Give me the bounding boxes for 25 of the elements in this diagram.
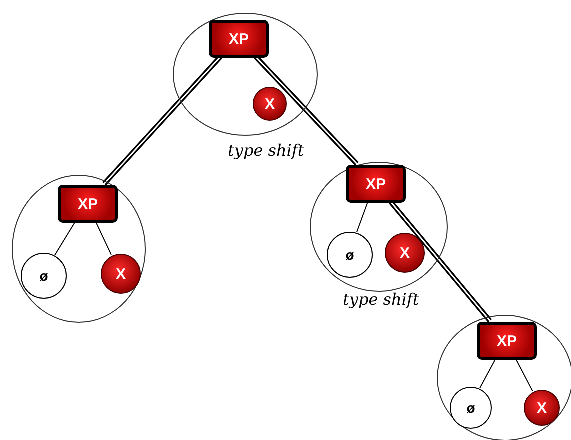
head-circle: X [385,233,425,273]
group-circle [310,162,448,292]
node-caption: type shift [228,141,304,160]
head-circle: X [101,254,141,294]
node-caption: type shift [343,290,420,309]
connector-line [515,358,534,392]
connector-line [356,202,369,233]
head-circle: X [253,87,287,121]
phrase-box: XP [58,185,118,223]
group-circle [173,13,318,136]
connector-line [95,222,112,256]
empty-circle: ø [21,253,67,299]
connector-line [479,358,496,389]
triple-line-connector [254,55,359,166]
triple-line-connector [388,200,492,323]
triple-line-connector [102,55,222,186]
empty-circle: ø [450,387,492,429]
connector-line [54,222,76,256]
phrase-box: XP [346,165,406,203]
phrase-box: XP [209,20,269,58]
phrase-box: XP [477,322,537,360]
head-circle: X [524,390,560,426]
group-circle [437,315,571,440]
group-circle [12,175,146,323]
empty-circle: ø [327,232,373,278]
